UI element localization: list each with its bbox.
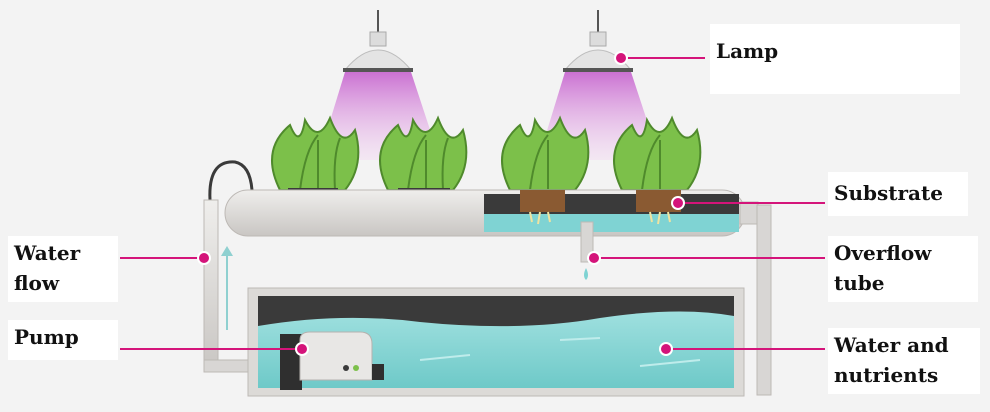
return-pipes: [203, 199, 772, 396]
substrate-pot-right: [636, 190, 681, 212]
callout-lines: [120, 57, 825, 350]
substrate-pot-left: [520, 190, 565, 212]
label-substrate: Substrate: [828, 172, 968, 216]
label-water-and-nutrients: Water and nutrients: [828, 328, 980, 394]
label-water-flow: Water flow: [8, 236, 118, 302]
grow-channel: [224, 189, 759, 237]
label-overflow-tube: Overflow tube: [828, 236, 978, 302]
label-lamp: Lamp: [710, 24, 960, 94]
plant-3: [501, 115, 590, 191]
callout-dots: [197, 51, 685, 356]
label-pump: Pump: [8, 320, 118, 360]
hose: [208, 160, 254, 201]
plant-4: [613, 115, 702, 191]
